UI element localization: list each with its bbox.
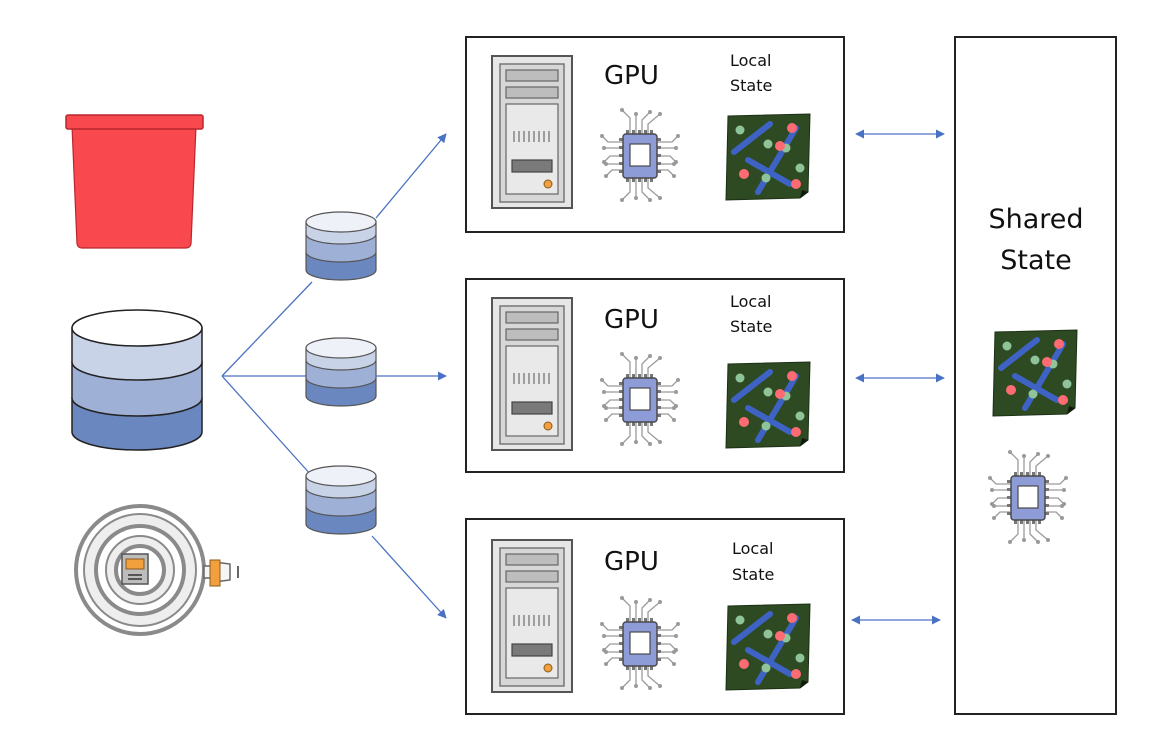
bucket-icon <box>65 114 204 249</box>
database-shard-icon <box>305 337 377 407</box>
state-board-icon <box>726 604 810 690</box>
server-icon <box>491 297 573 451</box>
state-board-icon <box>993 330 1077 416</box>
sync-arrows <box>851 129 945 625</box>
local-state-label: Local <box>730 292 771 311</box>
shared-state-title: Shared <box>988 204 1083 235</box>
shared-state-title: State <box>1000 245 1071 276</box>
server-icon <box>491 539 573 693</box>
gpu-worker-2: GPU Local State <box>465 278 845 473</box>
local-state-label: Local <box>730 51 771 70</box>
shared-state-panel: Shared State <box>954 36 1117 715</box>
shard-to-worker-arrows <box>371 133 447 619</box>
database-shard-icon <box>305 465 377 535</box>
database-icon <box>71 309 203 451</box>
local-state-label: State <box>730 76 772 95</box>
gpu-label: GPU <box>604 305 659 335</box>
state-board-icon <box>726 362 810 448</box>
fanout-connectors <box>221 281 313 477</box>
database-shard-icon <box>305 211 377 281</box>
stream-hose-icon <box>74 504 239 636</box>
local-state-label: Local <box>732 539 773 558</box>
local-state-label: State <box>730 317 772 336</box>
gpu-worker-1: GPU Local State <box>465 36 845 233</box>
server-icon <box>491 55 573 209</box>
gpu-label: GPU <box>604 547 659 577</box>
local-state-label: State <box>732 565 774 584</box>
state-board-icon <box>726 114 810 200</box>
gpu-worker-3: GPU Local State <box>465 518 845 715</box>
gpu-label: GPU <box>604 61 659 91</box>
